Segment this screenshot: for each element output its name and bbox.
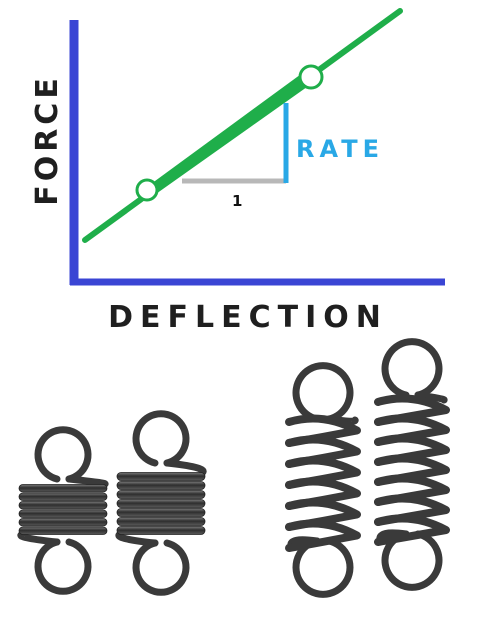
spring-coil [285,519,361,552]
springs-group [17,338,450,598]
spring-top-hook-lead [65,475,109,488]
spring-top-hook-lead [414,391,448,404]
spring-top-hook [292,362,354,423]
y-axis-label: FORCE [30,74,65,206]
spring-coil [18,526,108,535]
spring-coil [116,499,206,508]
spring-coil [116,472,206,481]
spring-coil [374,514,450,546]
rate-line-thick-segment [140,69,314,201]
run-label: 1 [232,192,242,210]
spring-coil [18,509,108,518]
rate-label: RATE [296,135,384,163]
spring-coil [18,484,108,493]
point-marker-upper [298,64,324,90]
spring-bottom-hook-lead [115,531,159,547]
spring-coil [116,517,206,526]
spring-top-hook-lead [163,459,207,476]
spring-bottom-hook [292,537,354,598]
spring-coil [116,526,206,535]
spring-bottom-hook [381,530,443,591]
spring-top-hook [34,426,92,483]
spring-coil [116,508,206,517]
long-spring-1 [285,362,361,598]
x-axis-label: DEFLECTION [108,300,388,335]
spring-top-hook [132,410,190,467]
spring-coil [18,501,108,510]
short-spring-2 [115,410,207,596]
spring-coil [18,492,108,501]
long-spring-2 [374,338,450,591]
spring-bottom-hook [34,538,92,595]
force-deflection-line [82,8,403,243]
spring-top-hook [381,338,443,399]
spring-coil [116,490,206,499]
spring-coil [18,518,108,527]
spring-bottom-hook-lead [17,531,61,546]
short-spring-1 [17,426,109,595]
spring-bottom-hook [132,539,190,596]
spring-coil [116,481,206,490]
chart-axes [69,20,445,286]
point-marker-lower [135,178,159,202]
